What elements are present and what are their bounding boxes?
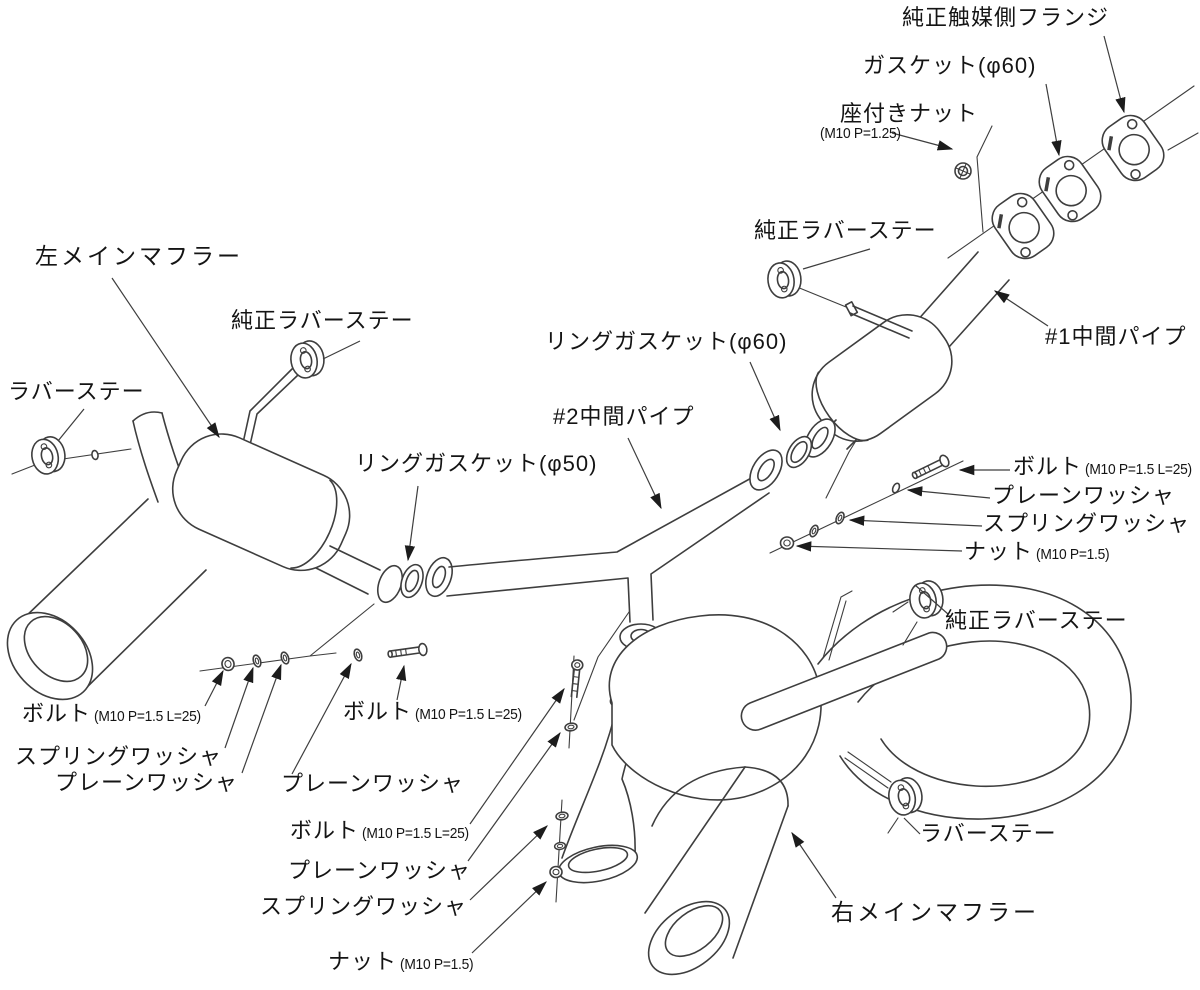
- label-bolt-left: ボルト(M10 P=1.5 L=25): [22, 701, 201, 726]
- oem-rubber-stay-top-part: [764, 258, 805, 301]
- label-plain-washer-mid2: プレーンワッシャ: [288, 858, 471, 883]
- number1-intermediate-pipe-drawing: [749, 107, 1173, 491]
- label-plain-washer-mid: プレーンワッシャ: [281, 771, 464, 796]
- label-oem-rubber-stay-top: 純正ラバーステー: [754, 218, 937, 243]
- label-oem-rubber-stay-right: 純正ラバーステー: [945, 608, 1128, 633]
- label-oem-rubber-stay-left: 純正ラバーステー: [231, 308, 414, 333]
- label-left-main-muffler: 左メインマフラー: [35, 243, 243, 269]
- label-nut-right: ナット(M10 P=1.5): [964, 539, 1110, 564]
- label-bolt-mid: ボルト(M10 P=1.5 L=25): [343, 699, 522, 724]
- left-main-muffler-drawing: [6, 368, 453, 701]
- label-spring-washer-right: スプリングワッシャ: [983, 511, 1191, 536]
- seated-nut-part: [954, 162, 972, 180]
- label-spring-washer-left: スプリングワッシャ: [15, 744, 223, 769]
- oem-rubber-stay-left-part: [287, 338, 328, 381]
- label-catalyst-flange: 純正触媒側フランジ: [902, 5, 1110, 30]
- label-ring-gasket-50: リングガスケット(φ50): [355, 451, 598, 476]
- label-ring-gasket-60: リングガスケット(φ60): [545, 329, 788, 354]
- oem-rubber-stay-right-part: [906, 578, 947, 621]
- label-plain-washer-right: プレーンワッシャ: [992, 483, 1175, 508]
- bolt-mid2-part: [570, 659, 584, 699]
- bolt-right-part: [911, 454, 950, 480]
- label-pipe-2: #2中間パイプ: [553, 404, 695, 429]
- label-pipe-1: #1中間パイプ: [1045, 324, 1187, 349]
- number2-intermediate-pipe-drawing: [446, 475, 770, 884]
- catalyst-side-flange-plate: [1093, 107, 1173, 189]
- label-spring-washer-mid: スプリングワッシャ: [260, 894, 468, 919]
- fastener-parts: [221, 454, 950, 879]
- rubber-stay-left-part: [27, 433, 70, 478]
- rubber-stay-parts: [27, 258, 947, 834]
- label-gasket-60: ガスケット(φ60): [863, 53, 1037, 78]
- ring-gasket-60-part: [785, 435, 813, 469]
- ring-gasket-50-part: [400, 563, 424, 599]
- right-main-muffler-drawing: [608, 584, 1132, 976]
- label-rubber-stay-right: ラバーステー: [920, 821, 1057, 846]
- label-seated-nut: 座付きナット(M10 P=1.25): [820, 101, 979, 143]
- plain-leader-lines: [57, 248, 949, 835]
- label-bolt-right: ボルト(M10 P=1.5 L=25): [1013, 454, 1192, 479]
- label-bolt-mid2: ボルト(M10 P=1.5 L=25): [290, 818, 469, 843]
- label-right-main-muffler: 右メインマフラー: [831, 899, 1039, 925]
- bolt-mid-part: [387, 642, 428, 659]
- label-rubber-stay-left: ラバーステー: [8, 379, 145, 404]
- label-plain-washer-left: プレーンワッシャ: [55, 770, 238, 795]
- label-nut-mid: ナット(M10 P=1.5): [328, 949, 474, 974]
- arrow-leader-lines: [111, 35, 1126, 954]
